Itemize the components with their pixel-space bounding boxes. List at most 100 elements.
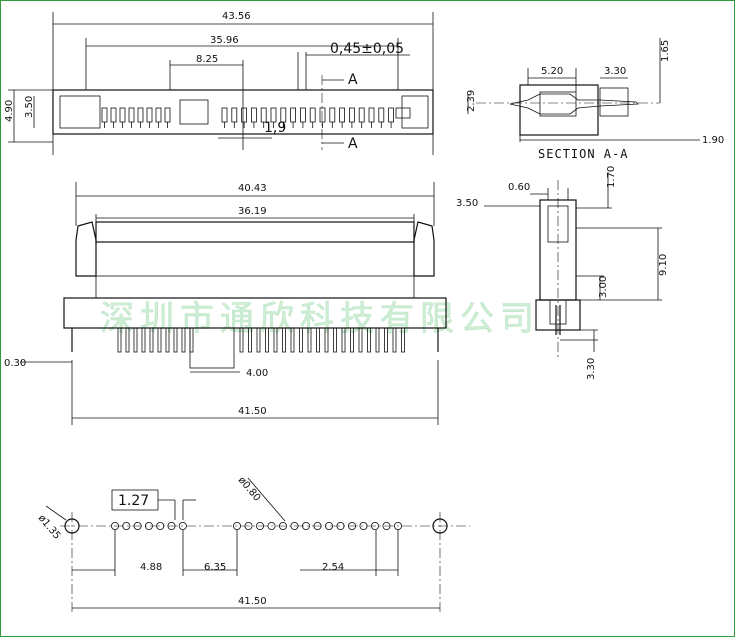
front-pin [367,327,371,353]
front-pin [173,327,178,353]
top-pin [319,107,326,123]
top-pin [368,107,375,123]
front-pin [181,327,186,353]
top-pin [299,107,306,123]
top-pin [358,107,365,123]
top-pin [290,107,297,123]
front-pin [316,327,320,353]
front-pin [375,327,380,353]
front-pin [307,327,312,353]
dim-pitch-box: 1.27 [118,493,149,509]
top-pin [128,107,135,123]
front-pin [358,327,363,353]
footprint-hole [156,522,165,531]
footprint-hole [290,522,299,531]
dim-pin-thickness: 0.30 [4,358,26,369]
front-pin [256,327,261,353]
top-pin [137,107,144,123]
front-pin [157,327,162,353]
front-pin [125,327,130,353]
dim-section-tail: 3.30 [604,66,626,77]
front-pin [384,327,388,353]
front-pin [392,327,397,353]
footprint-hole [347,522,356,531]
front-pin-row [117,327,405,353]
footprint-hole [382,522,391,531]
dim-pin-hole: ø0.80 [236,475,263,504]
front-view: 40.43 36.19 0.30 4.00 41.50 [4,182,447,425]
dim-inner-width: 35.96 [210,35,239,46]
dim-height-inner: 3.50 [24,96,35,118]
top-pin [250,107,257,123]
dim-section-body-height: 2.39 [466,90,477,112]
top-pin [378,107,385,123]
side-view: 0.60 3.50 1.70 9.10 3.00 3.30 [456,166,669,380]
footprint-hole [178,522,187,531]
dim-section-total: 1.90 [702,135,724,146]
front-pin [165,327,170,353]
footprint-hole [267,522,276,531]
top-pin [339,107,346,123]
front-pin [282,327,286,353]
dim-pin-width-tolerance: 0,45±0,05 [330,41,404,57]
footprint-hole [144,522,153,531]
footprint-hole [133,522,142,531]
footprint-hole [336,522,345,531]
section-title: SECTION A-A [538,147,628,161]
dim-height-outer: 4.90 [4,100,15,122]
front-pin [265,327,269,353]
front-pin [248,327,252,353]
front-pin [290,327,295,353]
dim-key-width: 4.00 [246,368,268,379]
top-pin [309,107,316,123]
footprint-hole [359,522,368,531]
front-pin [141,327,146,353]
dim-overall-width: 43.56 [222,11,251,22]
top-pin [348,107,355,123]
footprint-hole [232,522,241,531]
top-pin [146,107,153,123]
top-pin [101,107,108,123]
footprint-hole [122,522,131,531]
footprint-hole [255,522,264,531]
watermark: 深圳市通欣科技有限公司 [100,299,540,339]
top-pin [231,107,238,123]
footprint-hole [111,522,120,531]
top-view: 43.56 35.96 8.25 0,45±0,05 1,9 4.90 3.50… [4,11,434,155]
footprint-hole [301,522,310,531]
footprint-hole [244,522,253,531]
front-pin [324,327,329,353]
footprint-hole [393,522,402,531]
dim-front-outer-width: 40.43 [238,183,267,194]
top-pin [388,107,395,123]
footprint-hole [324,522,333,531]
dim-side-tail-length: 3.30 [586,358,597,380]
front-pin [117,327,122,353]
front-pin [239,327,244,353]
top-pin [221,107,228,123]
section-marker-bottom: A [348,136,358,152]
dim-side-width: 3.50 [456,198,478,209]
dim-gap-width: 8.25 [196,54,218,65]
section-marker-top: A [348,72,358,88]
dim-spacing: 2.54 [322,562,344,573]
footprint-hole [370,522,379,531]
front-pin [149,327,154,353]
top-pin-row [101,107,395,128]
top-pin [110,107,117,123]
footprint-hole [313,522,322,531]
dim-offset-left: 4.88 [140,562,162,573]
footprint-hole [167,522,176,531]
front-pin [350,327,354,353]
dim-side-top-height: 1.70 [606,166,617,188]
dim-front-inner-width: 36.19 [238,206,267,217]
dim-front-overall-width: 41.50 [238,406,267,417]
dim-mount-hole: ø1.35 [36,513,63,542]
dim-section-length: 5.20 [541,66,563,77]
footprint-view: ø1.35 ø0.80 1.27 4.88 6.35 2.54 41.50 [36,475,470,612]
top-pin [241,107,248,123]
dim-pitch: 1,9 [264,120,286,136]
dim-side-total-height: 9.10 [658,254,669,276]
front-pin [333,327,337,353]
